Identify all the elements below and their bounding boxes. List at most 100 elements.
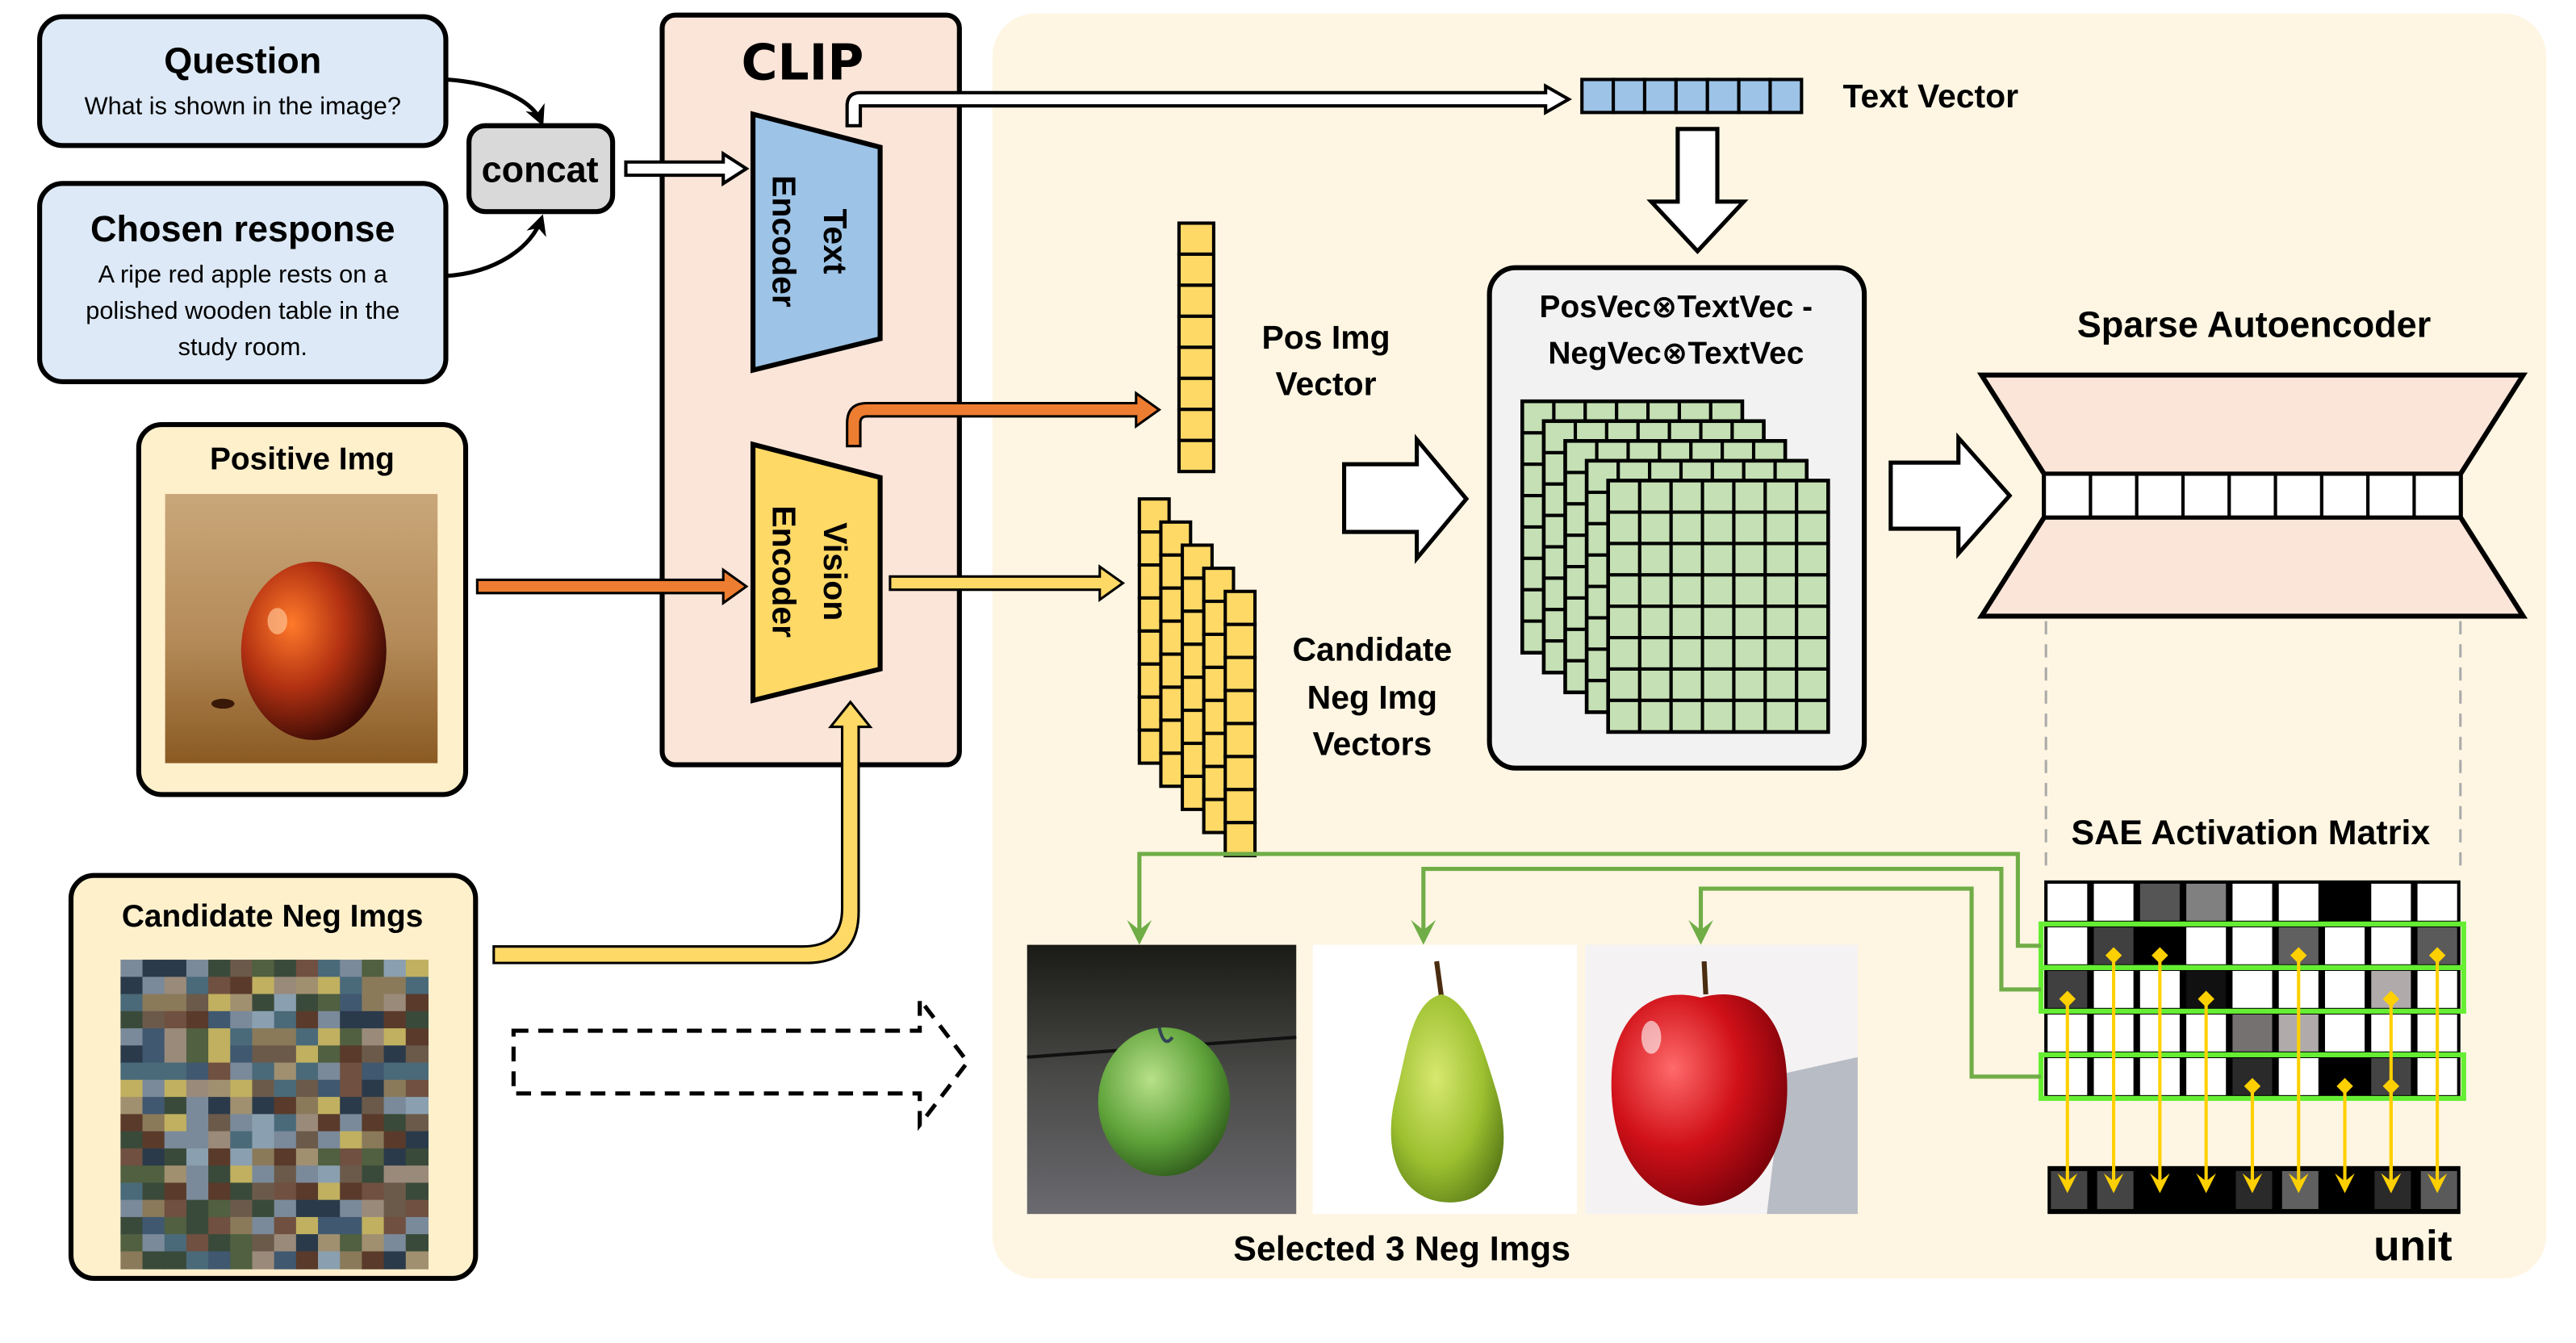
mosaic-tile (383, 1199, 407, 1218)
product-grid-cell (1669, 479, 1704, 514)
mosaic-tile (208, 1131, 232, 1149)
text-vector-cell (1768, 77, 1804, 115)
sae-bottleneck-cell (2089, 472, 2139, 519)
mosaic-tile (142, 960, 165, 978)
mosaic-tile (142, 1165, 165, 1184)
dashed-selection-arrow (511, 993, 971, 1132)
product-grid-cell (1700, 667, 1736, 702)
mosaic-tile (230, 1216, 253, 1236)
mosaic-tile (164, 994, 187, 1012)
mosaic-tile (362, 1251, 385, 1270)
matrix-cell (2371, 927, 2411, 964)
product-grid-cell (1606, 667, 1641, 702)
mosaic-tile (340, 1199, 363, 1218)
positive-img-photo (165, 494, 438, 764)
mosaic-tile (164, 1097, 187, 1115)
mosaic-tile (318, 1234, 341, 1253)
mosaic-tile (208, 1182, 232, 1201)
product-grid-cell (1637, 667, 1673, 702)
mosaic-tile (120, 1131, 144, 1149)
mosaic-tile (120, 1114, 144, 1132)
mosaic-tile (186, 977, 210, 995)
pos-vector-cell (1177, 314, 1215, 349)
mosaic-tile (318, 960, 341, 978)
sae-activation-matrix (2038, 880, 2466, 1101)
matrix-cell (2232, 970, 2273, 1008)
mosaic-tile (318, 1131, 341, 1149)
selected-neg-img-2 (1312, 944, 1578, 1215)
clip-box: CLIP (659, 12, 962, 768)
neg-vector-cell (1223, 688, 1257, 726)
mosaic-tile (318, 1216, 341, 1236)
mosaic-tile (164, 1234, 187, 1253)
neg-vector-cell (1223, 821, 1257, 858)
mosaic-tile (405, 1114, 429, 1132)
mosaic-tile (383, 1216, 407, 1236)
mosaic-tile (405, 1079, 429, 1098)
mosaic-tile (186, 1148, 210, 1167)
mosaic-tile (208, 1165, 232, 1184)
mosaic-tile (120, 1045, 144, 1064)
product-grid-cell (1700, 510, 1736, 546)
mosaic-tile (230, 1234, 253, 1253)
sae-bottleneck-cell (2135, 472, 2185, 519)
question-box: Question What is shown in the image? (37, 14, 449, 149)
mosaic-tile (142, 1148, 165, 1167)
mosaic-tile (383, 1062, 407, 1081)
mosaic-tile (164, 1062, 187, 1081)
product-grid-cell (1732, 698, 1767, 734)
pos-img-vector-line-2: Vector (1276, 365, 1377, 402)
matrix-cell (2278, 883, 2319, 921)
mosaic-tile (318, 1251, 341, 1270)
sae-bottleneck-cell (2181, 472, 2231, 519)
mosaic-tile (405, 1234, 429, 1253)
mosaic-tile (405, 1062, 429, 1081)
mosaic-tile (208, 1062, 232, 1081)
mosaic-tile (318, 1199, 341, 1218)
product-grid-cell (1700, 479, 1736, 514)
mosaic-tile (208, 977, 232, 995)
product-grid-cell (1732, 667, 1767, 702)
mosaic-tile (340, 960, 363, 978)
product-grid-stack (1520, 399, 1830, 734)
mosaic-tile (318, 1010, 341, 1030)
sae-bottleneck-cell (2366, 472, 2416, 519)
contribution-arrows (2057, 947, 2448, 1194)
mosaic-tile (274, 1165, 297, 1184)
mosaic-tile (120, 1148, 144, 1167)
mosaic-tile (295, 1234, 320, 1253)
mosaic-tile (318, 1045, 341, 1064)
mosaic-tile (164, 1131, 187, 1149)
mosaic-tile (362, 1097, 385, 1115)
mosaic-tile (274, 1045, 297, 1064)
product-grid-cell (1669, 605, 1704, 640)
mosaic-tile (142, 1131, 165, 1149)
matrix-cell (2093, 883, 2134, 921)
mosaic-tile (186, 1114, 210, 1132)
product-grid-cell (1732, 510, 1767, 546)
mosaic-tile (208, 1148, 232, 1167)
product-title-line-1: PosVec⊗TextVec - (1540, 290, 1813, 324)
response-to-concat-arrow (445, 214, 546, 278)
candidate-imgs-to-vision-encoder-arrow (492, 700, 873, 964)
selection-connectors (1127, 851, 2042, 1079)
mosaic-tile (186, 1097, 210, 1115)
mosaic-tile (142, 1045, 165, 1064)
mosaic-tile (120, 994, 144, 1012)
mosaic-tile (362, 1216, 385, 1236)
mosaic-tile (230, 1148, 253, 1167)
mosaic-tile (274, 1251, 297, 1270)
pos-vector-cell (1177, 376, 1215, 412)
mosaic-tile (274, 1199, 297, 1218)
candidate-neg-imgs-mosaic (120, 960, 429, 1270)
product-grid-cell (1763, 698, 1799, 734)
mosaic-tile (164, 1010, 187, 1030)
mosaic-tile (186, 1251, 210, 1270)
mosaic-tile (142, 1062, 165, 1081)
mosaic-tile (164, 1028, 187, 1047)
text-encoder-line-2: Encoder (766, 175, 803, 308)
mosaic-tile (164, 1199, 187, 1218)
mosaic-tile (252, 994, 275, 1012)
mosaic-tile (252, 1199, 275, 1218)
mosaic-tile (120, 1165, 144, 1184)
